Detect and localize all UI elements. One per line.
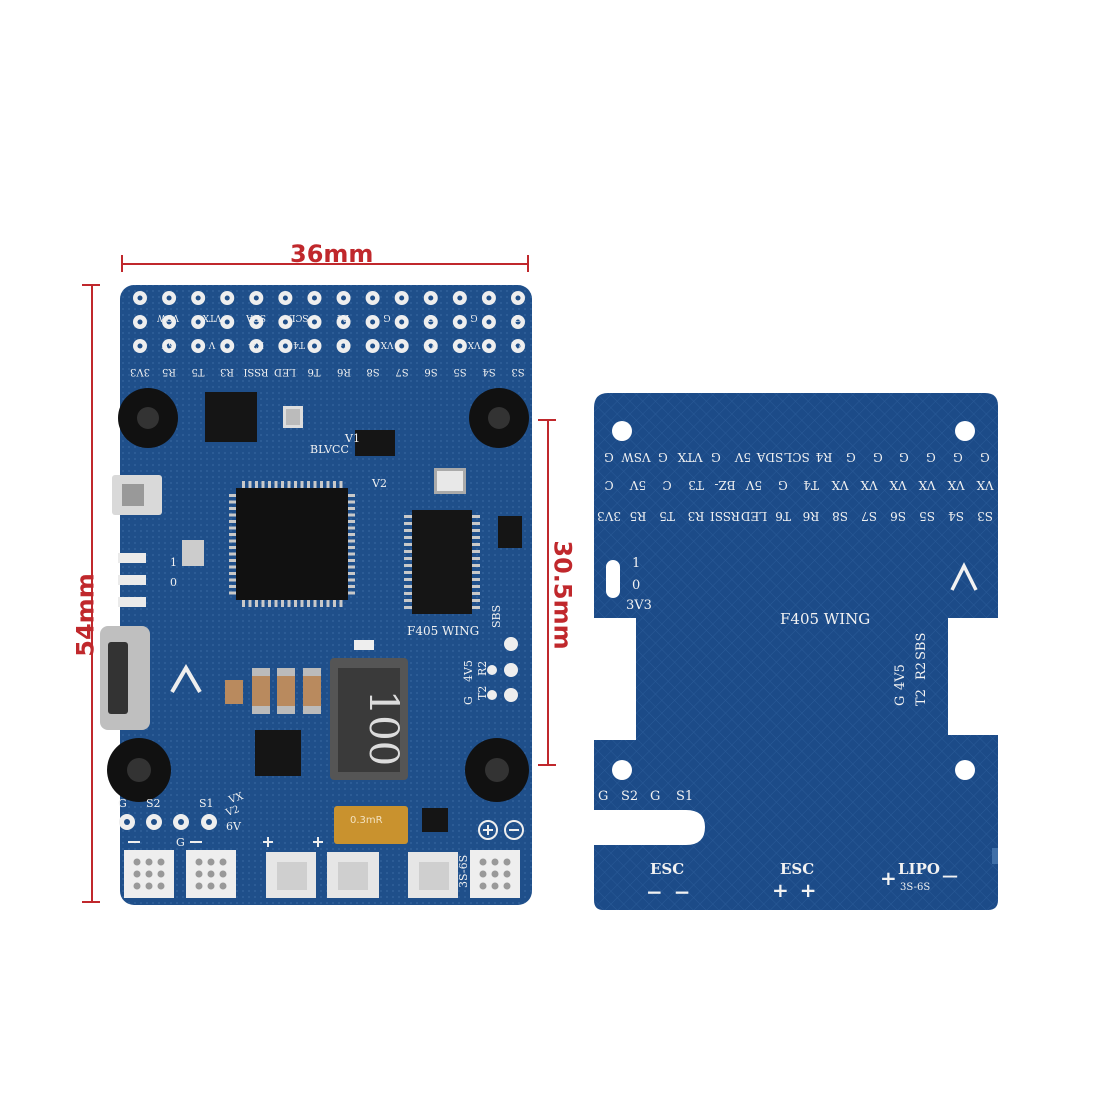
side-label-r2: R2 (914, 661, 929, 680)
dimension-width-label: 36mm (290, 240, 374, 268)
lipo-label: LIPO (898, 860, 940, 878)
led-label-0: 0 (170, 576, 177, 589)
side-label-4v5: 4V5 (893, 664, 908, 690)
chip-label-v2: V2 (372, 477, 387, 490)
mount-grommet (107, 388, 529, 802)
mcu-chip (236, 488, 348, 600)
side-label-3v3: 3V3 (626, 598, 652, 613)
bottom-label-g2: G (176, 836, 185, 849)
arrow-logo (950, 562, 978, 591)
chip-label-v1: V1 (345, 432, 360, 445)
bottom-label-g: G (598, 789, 609, 804)
lipo-plus: + (880, 866, 897, 890)
esc-signs-1: − − (646, 880, 693, 904)
esc-label-1: ESC (650, 860, 685, 878)
bottom-label-s1: S1 (676, 789, 694, 804)
model-label: F405 WING (780, 610, 871, 628)
esc-signs-2: + + (772, 878, 819, 902)
esc-label-2: ESC (780, 860, 815, 878)
blvcc-label: BLVCC (310, 443, 349, 456)
side-label-t2: T2 (914, 689, 929, 706)
bottom-label-s2: S2 (146, 797, 161, 810)
side-label-0: 0 (632, 578, 641, 593)
bottom-solder-pads (124, 850, 520, 898)
bottom-label-s2: S2 (621, 789, 639, 804)
side-label-sbs: SBS (914, 632, 929, 660)
pin-label: VX (976, 478, 994, 492)
6v-label: 6V (226, 820, 241, 833)
side-label-g: G (893, 695, 908, 706)
arrow-logo (170, 664, 202, 694)
bottom-label-s1: S1 (199, 797, 214, 810)
lipo-minus: — (942, 866, 958, 885)
shunt-label: 0.3mR (350, 815, 383, 826)
pin-label: S3 (977, 509, 993, 523)
lipo-range: 3S-6S (900, 882, 931, 893)
model-label: F405 WING (407, 624, 480, 638)
bottom-label-g: G (118, 797, 127, 810)
led-label-1: 1 (170, 556, 177, 569)
pin-label: G (980, 450, 990, 464)
side-label-1: 1 (632, 556, 641, 571)
bottom-label-g2: G (650, 789, 661, 804)
shunt-resistor (334, 806, 408, 844)
